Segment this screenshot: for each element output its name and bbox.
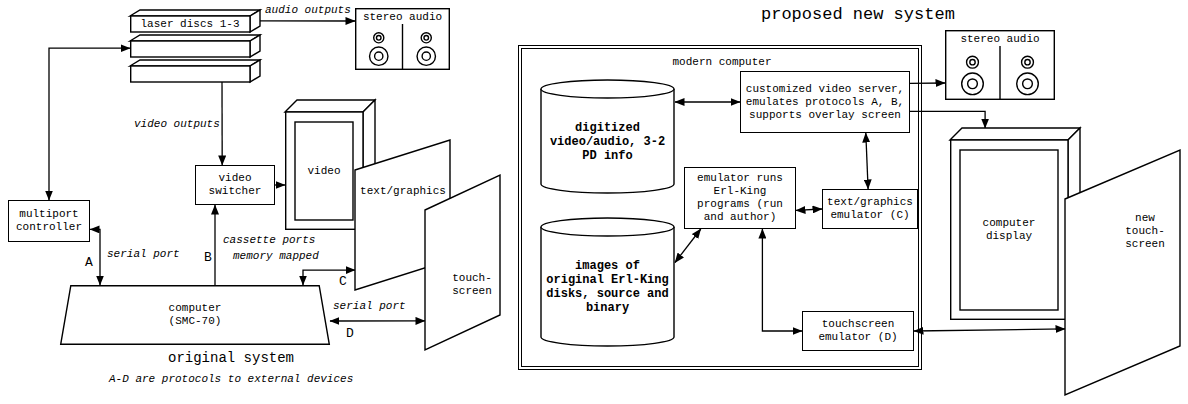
text-area: text/graphics xyxy=(359,184,447,198)
text-area: stereo audio xyxy=(945,32,1055,46)
node-text: video xyxy=(307,165,340,178)
edge-label: serial port xyxy=(106,248,181,261)
node-text: text/graphics xyxy=(360,185,446,198)
touch-plane: touch-screen xyxy=(425,175,500,350)
computer-frame: modern computer digitized video/audio, 3-… xyxy=(518,45,922,370)
edge-label: memory mapped xyxy=(232,250,320,263)
node-text: touch-screen xyxy=(447,272,497,298)
node-text: digitized video/audio, 3-2 PD info xyxy=(546,121,669,163)
node-text: computer display xyxy=(960,217,1058,243)
text-area: video switcher xyxy=(196,166,274,204)
connector-arrow xyxy=(303,270,355,285)
speaker-box: stereo audio xyxy=(355,8,450,70)
text-area: stereo audio xyxy=(355,10,450,24)
text-area: text/graphics emulator (C) xyxy=(823,190,917,228)
text-area: emulator runs Erl-King programs (run and… xyxy=(685,168,795,228)
process-box: text/graphics emulator (C) xyxy=(822,189,918,229)
node-text: touchscreen emulator (D) xyxy=(807,318,909,344)
text-area: touchscreen emulator (D) xyxy=(803,312,913,350)
process-box: emulator runs Erl-King programs (run and… xyxy=(684,167,796,229)
touch-plane-outline xyxy=(1065,150,1180,395)
section-heading: proposed new system xyxy=(760,5,956,25)
node-text: laser discs 1-3 xyxy=(140,18,239,31)
connector-arrow xyxy=(221,82,222,165)
protocol-letter: A xyxy=(84,255,94,271)
touch-plane-outline xyxy=(425,175,500,350)
text-area: new touch-screen xyxy=(1115,210,1175,252)
protocol-letter: D xyxy=(345,326,355,342)
connector-arrow xyxy=(49,48,130,200)
text-area: images of original Erl-King disks, sourc… xyxy=(546,239,669,335)
text-area: multiport controller xyxy=(9,201,89,241)
node-text: stereo audio xyxy=(960,33,1039,46)
text-area: laser discs 1-3 xyxy=(130,16,250,32)
connector-arrow xyxy=(90,229,100,285)
section-heading: original system xyxy=(167,350,295,367)
process-box: touchscreen emulator (D) xyxy=(802,311,914,351)
speaker-box: stereo audio xyxy=(945,30,1055,100)
touch-plane: new touch-screen xyxy=(1065,150,1180,395)
text-area: modern computer xyxy=(632,55,812,69)
node-text: new touch-screen xyxy=(1115,212,1175,251)
connector-arrow xyxy=(260,20,355,22)
text-area: video xyxy=(295,122,353,220)
node-text: modern computer xyxy=(672,56,771,69)
text-area: customized video server, emulates protoc… xyxy=(741,72,909,132)
connector-arrow xyxy=(796,209,822,210)
protocol-letter: C xyxy=(338,274,348,290)
connector-arrow xyxy=(762,229,802,331)
edge-label: serial port xyxy=(332,300,407,313)
connector-arrow xyxy=(214,205,215,285)
device-box: multiport controller xyxy=(8,200,90,242)
edge-label: cassette ports xyxy=(222,234,316,247)
connector-arrow xyxy=(675,229,701,263)
node-text: images of original Erl-King disks, sourc… xyxy=(546,259,669,315)
node-text: stereo audio xyxy=(363,11,442,24)
computer-monitor: computer display xyxy=(950,128,1080,320)
node-text: computer (SMC-70) xyxy=(155,302,235,328)
device-box: video switcher xyxy=(195,165,275,205)
node-text: emulator runs Erl-King programs (run and… xyxy=(689,172,791,224)
process-box: customized video server, emulates protoc… xyxy=(740,71,910,133)
edge-label: audio outputs xyxy=(264,4,352,17)
text-area: computer display xyxy=(960,150,1058,310)
text-area: touch-screen xyxy=(447,270,497,300)
connector-arrow xyxy=(330,320,425,321)
connector-arrow xyxy=(275,184,285,185)
edge-label: video outputs xyxy=(133,118,221,131)
laser-disc-stack: laser discs 1-3 xyxy=(130,10,260,82)
connector-arrow xyxy=(675,101,740,102)
storage-cylinder: images of original Erl-King disks, sourc… xyxy=(540,217,675,347)
connector-arrow xyxy=(914,329,1065,331)
storage-cylinder: digitized video/audio, 3-2 PD info xyxy=(540,79,675,194)
computer-box: computer (SMC-70) xyxy=(60,285,330,345)
protocol-letter: B xyxy=(203,250,213,266)
node-text: customized video server, emulates protoc… xyxy=(745,83,905,122)
text-area: digitized video/audio, 3-2 PD info xyxy=(546,101,669,182)
node-text: text/graphics emulator (C) xyxy=(827,196,913,222)
protocol-letter: A-D are protocols to external devices xyxy=(108,372,354,386)
node-text: video switcher xyxy=(200,172,270,198)
connector-arrow xyxy=(910,82,945,84)
connector-arrow xyxy=(866,133,868,189)
node-text: multiport controller xyxy=(13,208,85,234)
text-area: computer (SMC-70) xyxy=(155,285,235,345)
